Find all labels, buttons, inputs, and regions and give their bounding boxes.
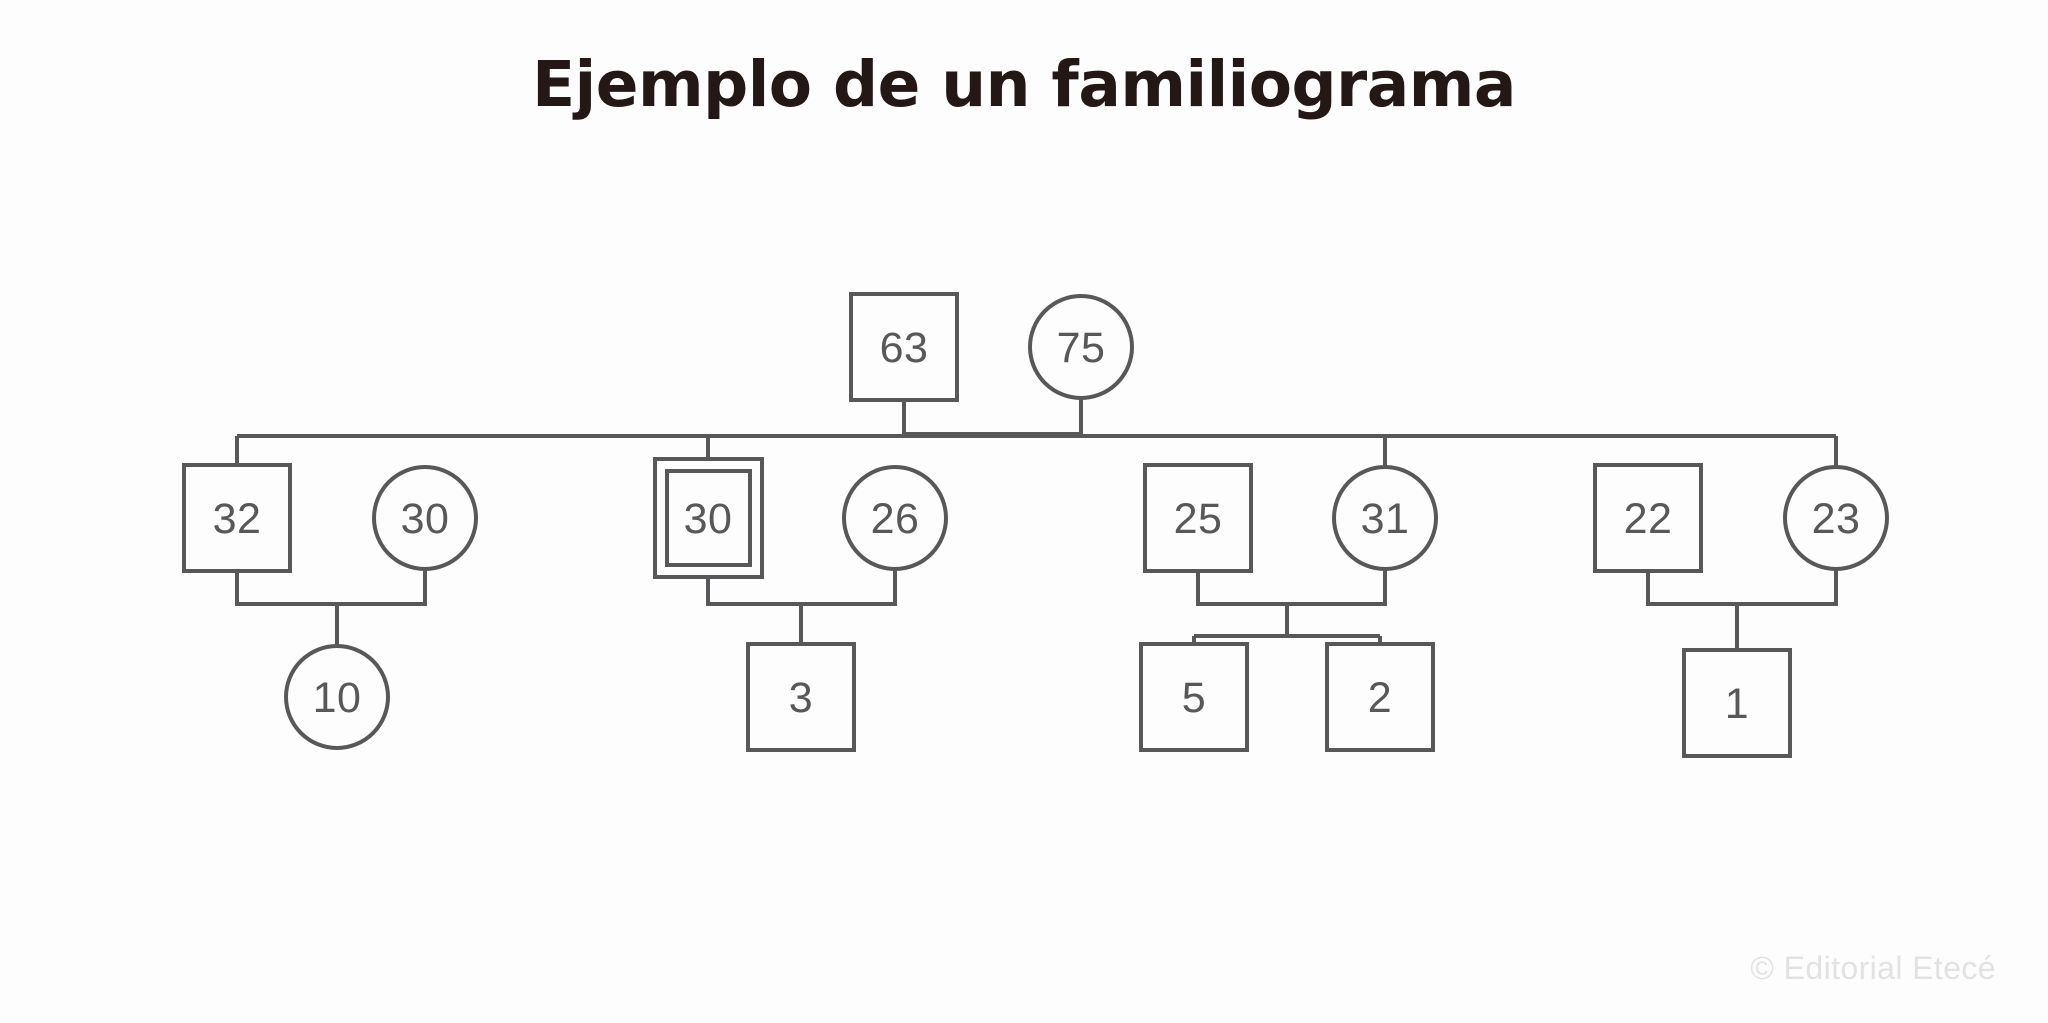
person-age-label: 26 (871, 495, 920, 543)
male-square-icon (1682, 648, 1792, 758)
female-circle-icon (1783, 465, 1889, 571)
copyright-watermark: © Editorial Etecé (1750, 950, 1996, 986)
person-age-label: 1 (1725, 680, 1749, 728)
page-title: Ejemplo de un familiograma (532, 48, 1516, 121)
person-node-30-female[interactable]: 30 (372, 465, 478, 571)
person-age-label: 31 (1361, 495, 1410, 543)
person-node-25[interactable]: 25 (1143, 463, 1253, 573)
person-node-1[interactable]: 1 (1682, 648, 1792, 758)
person-age-label: 30 (401, 495, 450, 543)
person-node-2[interactable]: 2 (1325, 642, 1435, 752)
person-age-label: 75 (1057, 324, 1106, 372)
person-age-label: 3 (789, 674, 813, 722)
person-node-22[interactable]: 22 (1593, 463, 1703, 573)
male-square-icon (746, 642, 856, 752)
union-line-c4 (1646, 570, 1838, 606)
person-node-75[interactable]: 75 (1028, 294, 1134, 400)
female-circle-icon (372, 465, 478, 571)
male-square-icon (1593, 463, 1703, 573)
person-node-5[interactable]: 5 (1139, 642, 1249, 752)
person-age-label: 5 (1182, 674, 1206, 722)
person-age-label: 2 (1368, 674, 1392, 722)
union-line-c3 (1196, 570, 1387, 606)
male-square-icon (1139, 642, 1249, 752)
index-person-outer-square-icon (653, 457, 764, 579)
person-node-23[interactable]: 23 (1783, 465, 1889, 571)
person-age-label: 10 (313, 674, 362, 722)
person-node-30-index[interactable]: 30 (653, 457, 764, 579)
person-node-63[interactable]: 63 (849, 292, 959, 402)
person-age-label: 22 (1624, 495, 1673, 543)
female-circle-icon (1028, 294, 1134, 400)
male-square-icon (1325, 642, 1435, 752)
male-square-icon (182, 463, 292, 573)
person-age-label: 25 (1174, 495, 1223, 543)
person-node-3[interactable]: 3 (746, 642, 856, 752)
male-square-icon (1143, 463, 1253, 573)
person-node-31[interactable]: 31 (1332, 465, 1438, 571)
person-age-label: 63 (880, 324, 929, 372)
male-square-icon (849, 292, 959, 402)
connector-lines (235, 398, 1838, 652)
person-node-32[interactable]: 32 (182, 463, 292, 573)
person-node-26[interactable]: 26 (842, 465, 948, 571)
female-circle-icon (284, 644, 390, 750)
person-age-label: 32 (213, 495, 262, 543)
union-line-g1 (902, 398, 1083, 436)
person-age-label: 30 (684, 495, 733, 543)
female-circle-icon (1332, 465, 1438, 571)
union-line-c1 (235, 570, 427, 606)
person-node-10[interactable]: 10 (284, 644, 390, 750)
female-circle-icon (842, 465, 948, 571)
male-square-icon (665, 469, 752, 567)
person-age-label: 23 (1812, 495, 1861, 543)
